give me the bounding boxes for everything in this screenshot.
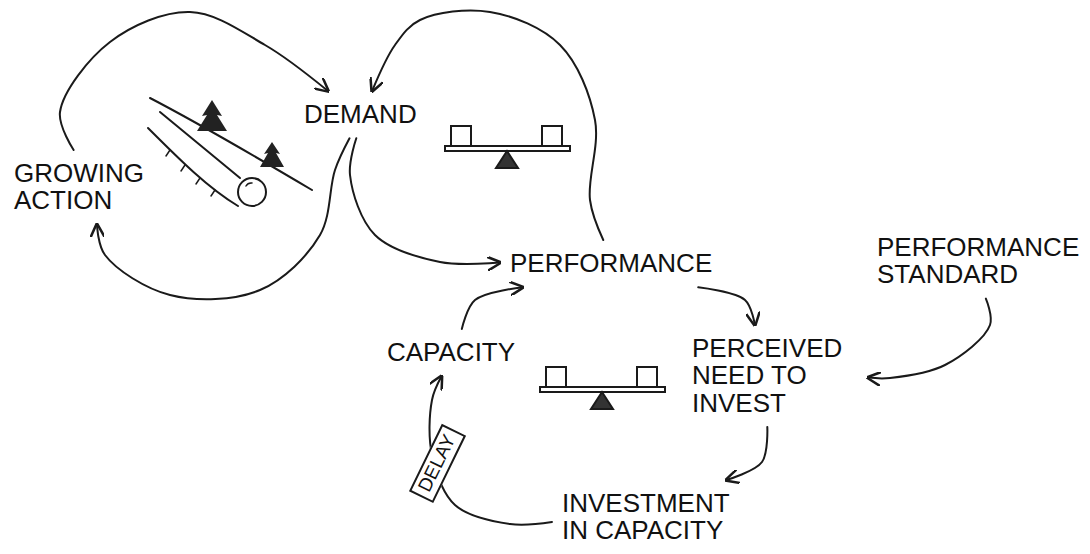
- variable-label: PERFORMANCE: [508, 248, 714, 279]
- seesaw-weight: [542, 126, 562, 146]
- variable-label: INVESTMENT IN CAPACITY: [560, 488, 745, 547]
- variable-label: DEMAND: [302, 99, 419, 130]
- pine-tree: [197, 100, 227, 131]
- hillside-line: [150, 98, 312, 190]
- causal-arrow: [350, 138, 500, 264]
- snowball-shade: [246, 183, 252, 186]
- variable-text: PERFORMANCE STANDARD: [877, 234, 1083, 289]
- variable-text: GROWING ACTION: [14, 160, 160, 215]
- balance-symbol: [445, 126, 570, 168]
- seesaw-fulcrum: [591, 392, 613, 409]
- variable-label: PERFORMANCE STANDARD: [875, 232, 1085, 291]
- seesaw-weight: [546, 367, 566, 387]
- variable-text: PERFORMANCE: [510, 250, 712, 277]
- track-line: [148, 128, 238, 206]
- track-line: [160, 112, 240, 178]
- causal-arrow: [726, 427, 767, 480]
- delay-tag: DELAY: [408, 423, 465, 502]
- seesaw-weight: [451, 126, 471, 146]
- causal-arrow: [868, 299, 991, 379]
- seesaw-weight: [637, 367, 657, 387]
- track-hatch: [166, 150, 215, 196]
- causal-arrow: [462, 287, 523, 329]
- balance-symbol: [540, 367, 665, 409]
- variable-label: PERCEIVED NEED TO INVEST: [690, 333, 860, 419]
- pine-tree: [260, 142, 284, 167]
- variable-label: GROWING ACTION: [12, 158, 162, 217]
- delay-text: DELAY: [413, 431, 459, 495]
- causal-arrow: [60, 12, 328, 150]
- snowball: [238, 178, 266, 206]
- variable-text: DEMAND: [304, 101, 417, 128]
- variable-text: CAPACITY: [387, 339, 515, 366]
- snowball-symbol: [148, 98, 312, 206]
- variable-label: CAPACITY: [385, 337, 517, 368]
- causal-arrow: [698, 287, 755, 325]
- variable-text: PERCEIVED NEED TO INVEST: [692, 335, 858, 417]
- variable-text: INVESTMENT IN CAPACITY: [562, 490, 743, 545]
- seesaw-fulcrum: [496, 151, 518, 168]
